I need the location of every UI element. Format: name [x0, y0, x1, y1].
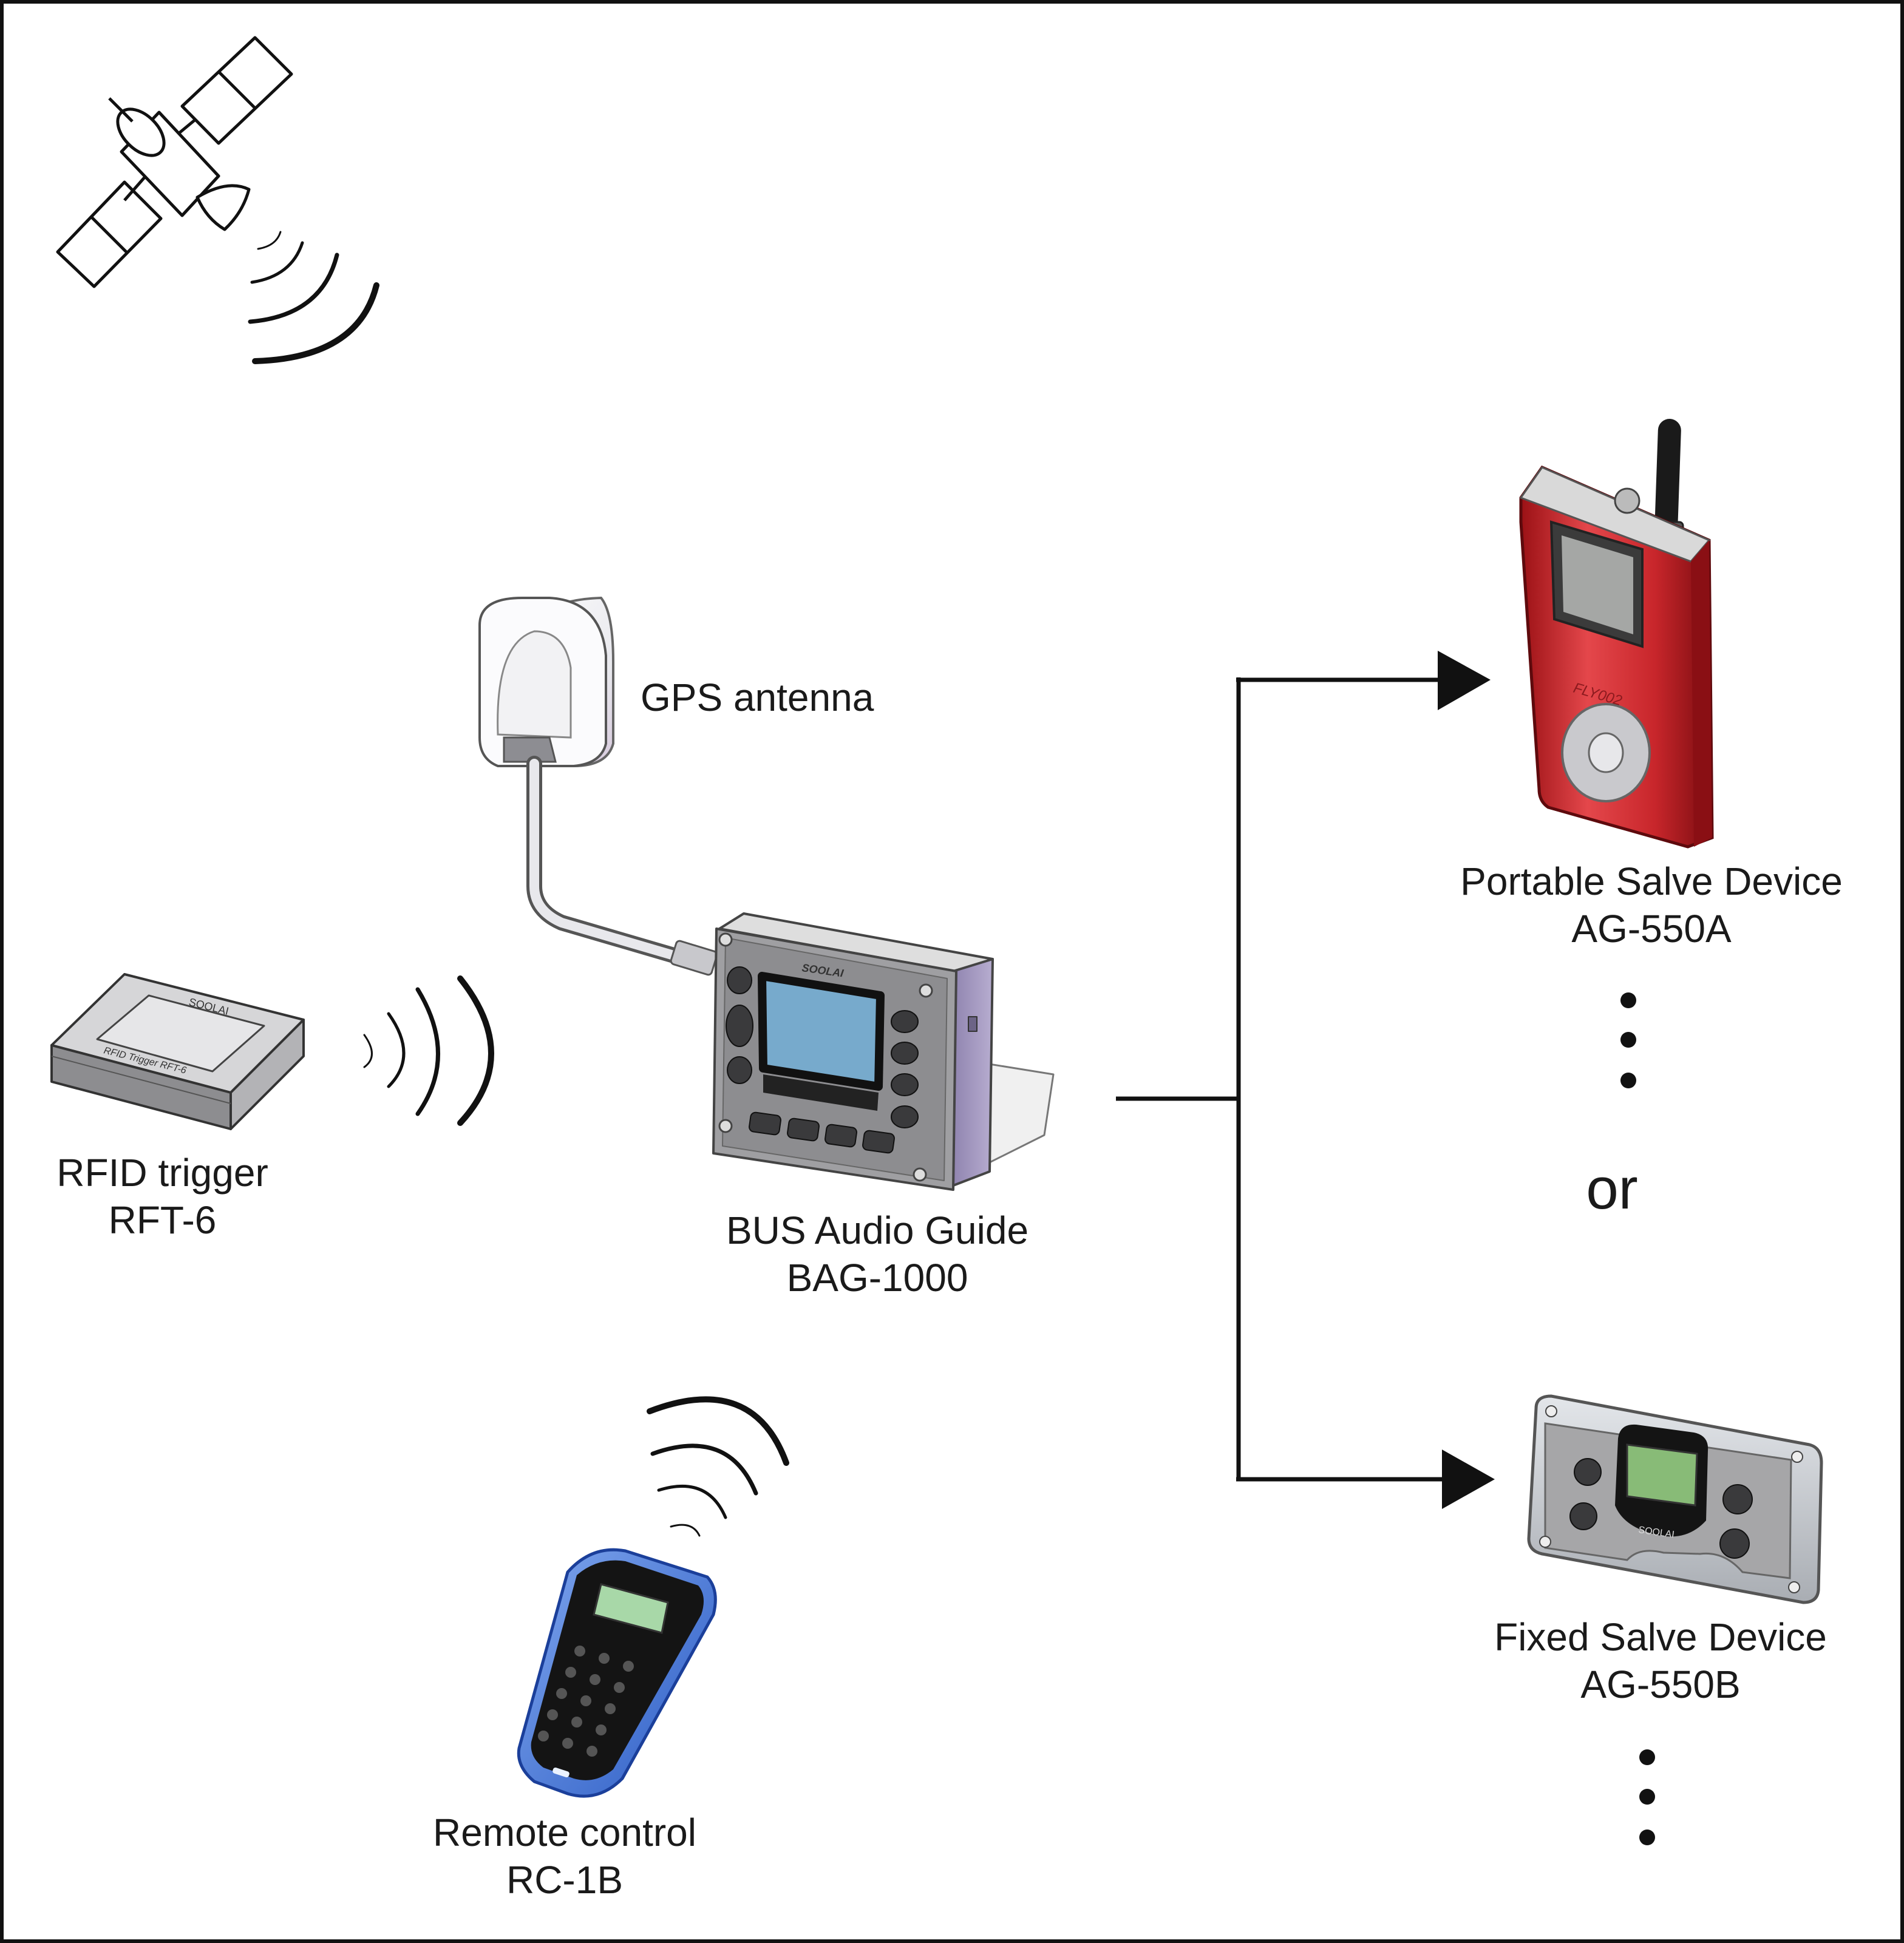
bus-side-button-4-icon [891, 1105, 919, 1128]
arrow-to-fixed-icon [1442, 1450, 1495, 1509]
rfid-trigger-name: RFID trigger [56, 1151, 268, 1195]
bus-audio-guide-model: BAG-1000 [786, 1256, 968, 1300]
fixed-menu-button-icon [1569, 1502, 1597, 1530]
satellite-signal-icon [248, 231, 379, 364]
bus-side-button-1-icon [891, 1010, 919, 1033]
portable-salve-name: Portable Salve Device [1460, 860, 1843, 903]
ellipsis-dots-fixed [1639, 1749, 1655, 1845]
gps-antenna-label: GPS antenna [641, 676, 874, 719]
bus-up-button-icon [727, 966, 752, 994]
portable-salve-device: FLY002 [1519, 419, 1714, 849]
remote-control-name: Remote control [433, 1811, 696, 1854]
fixed-power-button-icon [1574, 1458, 1602, 1486]
ellipsis-dots-portable [1620, 992, 1636, 1088]
gps-antenna-device [478, 596, 718, 976]
fixed-salve-name: Fixed Salve Device [1494, 1615, 1827, 1659]
fixed-salve-model: AG-550B [1580, 1663, 1741, 1707]
bus-screen [758, 972, 885, 1091]
bus-screen-bezel [763, 1074, 879, 1111]
bus-screws [718, 932, 933, 1182]
remote-signal-icon [647, 1396, 789, 1537]
or-label: or [1586, 1156, 1638, 1221]
rfid-signal-icon [363, 975, 494, 1126]
remote-screen [593, 1583, 669, 1634]
fixed-plus-button-icon [1722, 1484, 1753, 1514]
rfid-trigger-label: RFID trigger RFT-6 [24, 1149, 301, 1244]
bus-side-button-3-icon [891, 1073, 919, 1096]
fixed-salve-label: Fixed Salve Device AG-550B [1457, 1613, 1864, 1708]
bus-buttons [726, 966, 919, 1154]
bus-side-button-2-icon [891, 1042, 919, 1065]
fixed-minus-button-icon [1719, 1528, 1750, 1559]
bus-audio-guide-name: BUS Audio Guide [726, 1209, 1029, 1252]
portable-salve-model: AG-550A [1571, 907, 1732, 951]
arrow-to-portable-icon [1438, 651, 1491, 710]
bus-down-button-icon [727, 1056, 752, 1084]
portable-salve-label: Portable Salve Device AG-550A [1421, 858, 1882, 952]
rfid-trigger-device [50, 973, 305, 1130]
bus-play-button-icon [726, 1005, 753, 1047]
rfid-trigger-model: RFT-6 [108, 1198, 217, 1243]
satellite-icon [56, 36, 293, 288]
connection-lines [1116, 677, 1445, 1482]
remote-control-model: RC-1B [506, 1858, 624, 1902]
fixed-salve-device [1527, 1394, 1823, 1604]
remote-control-label: Remote control RC-1B [389, 1809, 741, 1904]
bus-audio-guide-label: BUS Audio Guide BAG-1000 [686, 1207, 1069, 1301]
remote-control-device [517, 1548, 717, 1798]
fixed-screen [1626, 1443, 1698, 1507]
